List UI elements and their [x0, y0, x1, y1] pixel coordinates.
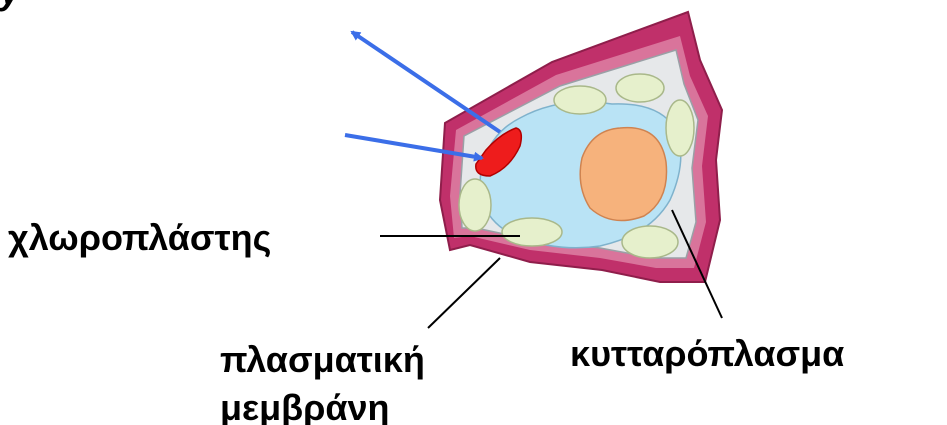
- chloroplast: [554, 86, 606, 114]
- label-plasma-membrane: πλασματική μεμβράνη: [220, 336, 425, 425]
- pointer-line-plasma-membrane: [428, 258, 500, 328]
- chloroplast: [616, 74, 664, 102]
- nucleus: [580, 128, 666, 221]
- label-chloroplast: χλωροπλάστης: [8, 220, 271, 256]
- chloroplast: [502, 218, 562, 246]
- chloroplast: [622, 226, 678, 258]
- label-cytoplasm: κυτταρόπλασμα: [570, 336, 844, 372]
- arrow-upper: [352, 32, 500, 132]
- label-top-fragment: y: [0, 0, 20, 10]
- chloroplast: [459, 179, 491, 231]
- chloroplast: [666, 100, 694, 156]
- label-plasma-membrane-line1: πλασματική: [220, 336, 425, 384]
- label-plasma-membrane-line2: μεμβράνη: [220, 384, 425, 425]
